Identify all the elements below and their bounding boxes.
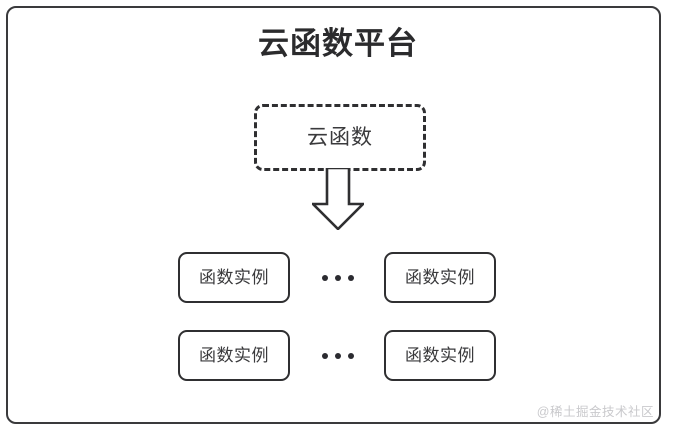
ellipsis-row-1: •••: [310, 272, 366, 284]
ellipsis-dot: [348, 275, 354, 281]
cloud-function-node-label: 云函数: [307, 126, 373, 149]
ellipsis-row-2: •••: [310, 350, 366, 362]
function-instance-box-r2c1: 函数实例: [178, 330, 290, 381]
function-instance-box-r1c1: 函数实例: [178, 252, 290, 303]
ellipsis-dot: [335, 353, 341, 359]
function-instance-label: 函数实例: [199, 346, 269, 365]
ellipsis-dot: [348, 353, 354, 359]
watermark: @稀土掘金技术社区: [536, 405, 654, 419]
platform-title: 云函数平台: [258, 26, 418, 61]
ellipsis-dot: [322, 353, 328, 359]
ellipsis-dot: [335, 275, 341, 281]
ellipsis-dot: [322, 275, 328, 281]
function-instance-label: 函数实例: [405, 268, 475, 287]
cloud-function-node: 云函数: [254, 104, 426, 171]
function-instance-label: 函数实例: [199, 268, 269, 287]
function-instance-label: 函数实例: [405, 346, 475, 365]
function-instance-box-r1c2: 函数实例: [384, 252, 496, 303]
down-arrow-icon: [309, 166, 367, 231]
function-instance-box-r2c2: 函数实例: [384, 330, 496, 381]
